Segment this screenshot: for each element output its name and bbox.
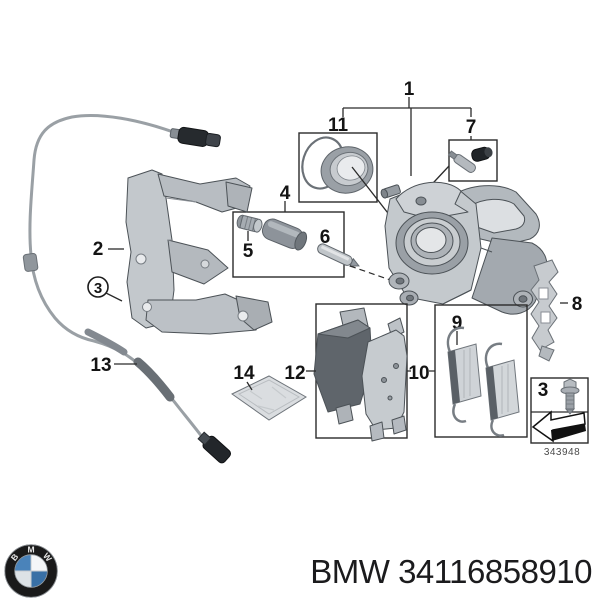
callout-14: 14 [233, 363, 255, 384]
callout-4: 4 [280, 183, 291, 204]
repair-kit-box-11: 11 [298, 115, 399, 227]
sensor-plug [197, 431, 232, 464]
sensor-head [169, 126, 221, 148]
guide-kit-box-4: 4 5 6 [232, 183, 429, 294]
logo-quadrants [14, 554, 48, 588]
retaining-spring-2 [484, 342, 520, 437]
callout-11: 11 [328, 115, 349, 136]
logo-letter-m: M [27, 545, 34, 555]
callout-10-group: 10 [407, 363, 435, 384]
callout-8: 8 [572, 294, 583, 315]
guide-pin [317, 243, 360, 267]
callout-bracket-1: 1 [342, 79, 472, 176]
callout-9: 9 [452, 313, 463, 334]
callout-3-circle [87, 276, 109, 298]
caliper-bolt [560, 378, 580, 415]
kit-box-4-frame [232, 211, 345, 278]
guide-bushing [236, 214, 263, 233]
part-number-text: BMW 34116858910 [310, 553, 592, 590]
kit-box-11-frame [298, 132, 378, 203]
exploded-parts-drawing: 1 11 7 [22, 79, 589, 464]
footer: B M W BMW 34116858910 [0, 540, 600, 600]
callout-7: 7 [466, 117, 477, 138]
callout-3-circled-group: 3 [87, 276, 123, 302]
wire-grommet [22, 252, 39, 272]
brake-pad-right [361, 317, 408, 442]
install-direction-arrow-icon [531, 410, 586, 443]
callout-10: 10 [408, 363, 429, 384]
screw-box-3: 3 [530, 377, 589, 444]
callout-6: 6 [320, 227, 331, 248]
kit-box-7-frame [448, 139, 498, 182]
wear-sensor-wire [22, 114, 232, 464]
callout-13: 13 [90, 355, 111, 376]
callout-1: 1 [404, 79, 415, 100]
kit-box-9-frame [434, 304, 528, 438]
guide-sleeve [261, 218, 308, 251]
callout-14-group: 14 [233, 363, 255, 391]
dust-boot-ring [320, 146, 374, 194]
bmw-logo: B M W [4, 544, 58, 598]
drawing-number: 343948 [544, 447, 580, 458]
logo-letter-b: B [9, 552, 21, 563]
bleeder-screw [447, 150, 476, 173]
brake-pads-box-12 [313, 303, 408, 442]
bleeder-kit-box-7: 7 [419, 117, 498, 198]
bleeder-cap [471, 146, 493, 162]
brake-pad-left [313, 307, 373, 425]
anti-rattle-clip [530, 259, 559, 362]
callout-12-group: 12 [284, 363, 316, 384]
callout-12: 12 [284, 363, 305, 384]
caliper-drawing [380, 181, 548, 315]
callout-13-group: 13 [90, 355, 137, 376]
callout-8-group: 8 [560, 294, 582, 315]
kit-box-3-frame [530, 377, 589, 444]
callout-2: 2 [93, 239, 104, 260]
retaining-spring-1 [446, 326, 482, 423]
callout-3: 3 [94, 280, 102, 297]
callout-3-box: 3 [538, 380, 549, 401]
callout-2-group: 2 [93, 239, 124, 260]
retaining-springs-box: 9 [434, 304, 528, 438]
callout-5: 5 [243, 241, 254, 262]
carrier-bracket-drawing [125, 169, 273, 335]
